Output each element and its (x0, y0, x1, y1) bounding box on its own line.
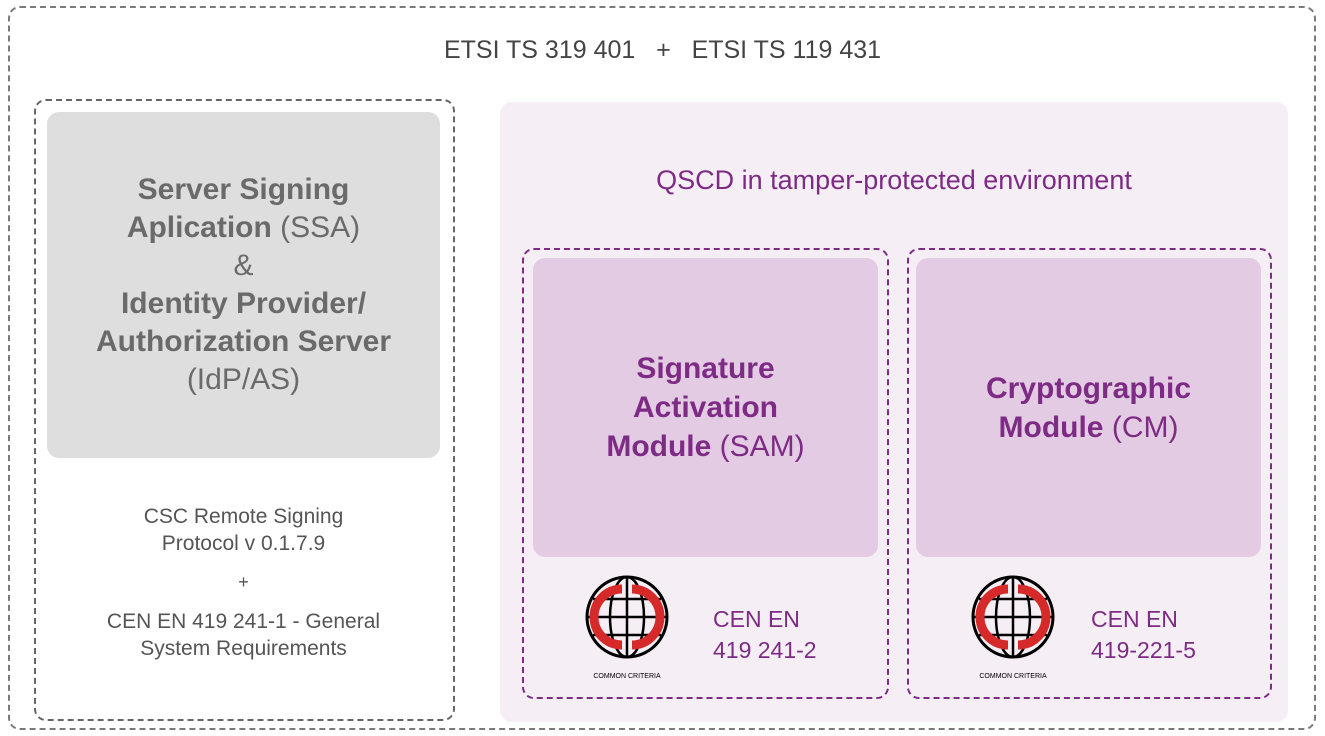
sam-abbr: (SAM) (711, 430, 805, 463)
cm-box: Cryptographic Module (CM) (916, 258, 1261, 557)
csc-line1: CSC Remote Signing (143, 505, 344, 528)
ssa-title-line1: Server Signing (137, 173, 350, 206)
cen-general-line1: CEN EN 419 241-1 - General (106, 610, 381, 633)
idp-title-line2: Authorization Server (95, 325, 392, 358)
cm-frame (907, 248, 1272, 699)
sam-box: Signature Activation Module (SAM) (533, 258, 878, 557)
sam-title-line2: Activation (632, 391, 779, 424)
cm-cen-text: CEN EN 419-221-5 (1091, 604, 1196, 666)
ssa-idp-box: Server Signing Aplication (SSA) & Identi… (47, 112, 440, 458)
qscd-title: QSCD in tamper-protected environment (656, 165, 1132, 195)
globe-icon (585, 575, 669, 659)
outer-frame (8, 6, 1316, 730)
csc-line2: Protocol v 0.1.7.9 (161, 532, 326, 555)
common-criteria-logo-cm: COMMON CRITERIA (971, 575, 1055, 680)
cm-title-line1: Cryptographic (985, 371, 1192, 405)
idp-abbr: (IdP/AS) (186, 363, 301, 396)
logo-caption: COMMON CRITERIA (979, 673, 1047, 680)
idp-title-line1: Identity Provider/ (120, 287, 367, 320)
cm-cen-line2: 419-221-5 (1091, 637, 1196, 663)
cm-abbr: (CM) (1103, 410, 1179, 444)
left-frame (34, 99, 455, 721)
cm-cen-line1: CEN EN (1091, 606, 1178, 632)
sam-frame (522, 248, 889, 699)
sam-cen-text: CEN EN 419 241-2 (713, 604, 817, 666)
csc-plus: + (238, 572, 249, 592)
sam-cen-line1: CEN EN (713, 606, 800, 632)
globe-icon (971, 575, 1055, 659)
ampersand: & (233, 249, 254, 282)
sam-title-line1: Signature (636, 352, 775, 385)
sam-cen-line2: 419 241-2 (713, 637, 817, 663)
cm-title-line2: Module (998, 410, 1104, 444)
ssa-title-line2: Aplication (126, 211, 272, 244)
logo-caption: COMMON CRITERIA (593, 673, 661, 680)
ssa-abbr: (SSA) (271, 211, 361, 244)
standards-title: ETSI TS 319 401 + ETSI TS 119 431 (443, 36, 882, 64)
common-criteria-logo-sam: COMMON CRITERIA (585, 575, 669, 680)
cen-general-line2: System Requirements (140, 637, 347, 660)
csc-protocol-text: CSC Remote Signing Protocol v 0.1.7.9 + … (47, 503, 440, 662)
sam-title-line3: Module (606, 430, 712, 463)
